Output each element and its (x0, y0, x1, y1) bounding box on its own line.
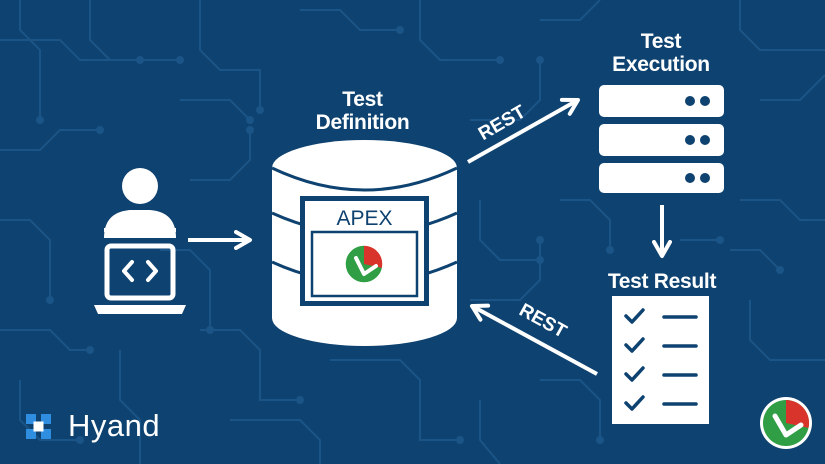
test-result-label: Test Result (607, 270, 717, 293)
rest-label-top: REST (475, 101, 530, 145)
checklist-icon (612, 296, 709, 424)
brand-name: Hyand (68, 408, 161, 443)
rest-arrow-back (470, 303, 598, 376)
database-icon (271, 140, 458, 346)
test-definition-label: Test Definition (315, 88, 410, 134)
developer-laptop-icon (94, 168, 186, 314)
test-tool-logo-icon (760, 397, 812, 449)
rest-arrow-up (467, 97, 580, 164)
server-stack-icon (599, 85, 724, 193)
apex-logo-icon (344, 244, 384, 284)
hyand-logo-icon (26, 414, 51, 439)
apex-label: APEX (336, 207, 392, 230)
rest-label-bottom: REST (515, 300, 570, 343)
test-execution-label: Test Execution (612, 30, 710, 76)
